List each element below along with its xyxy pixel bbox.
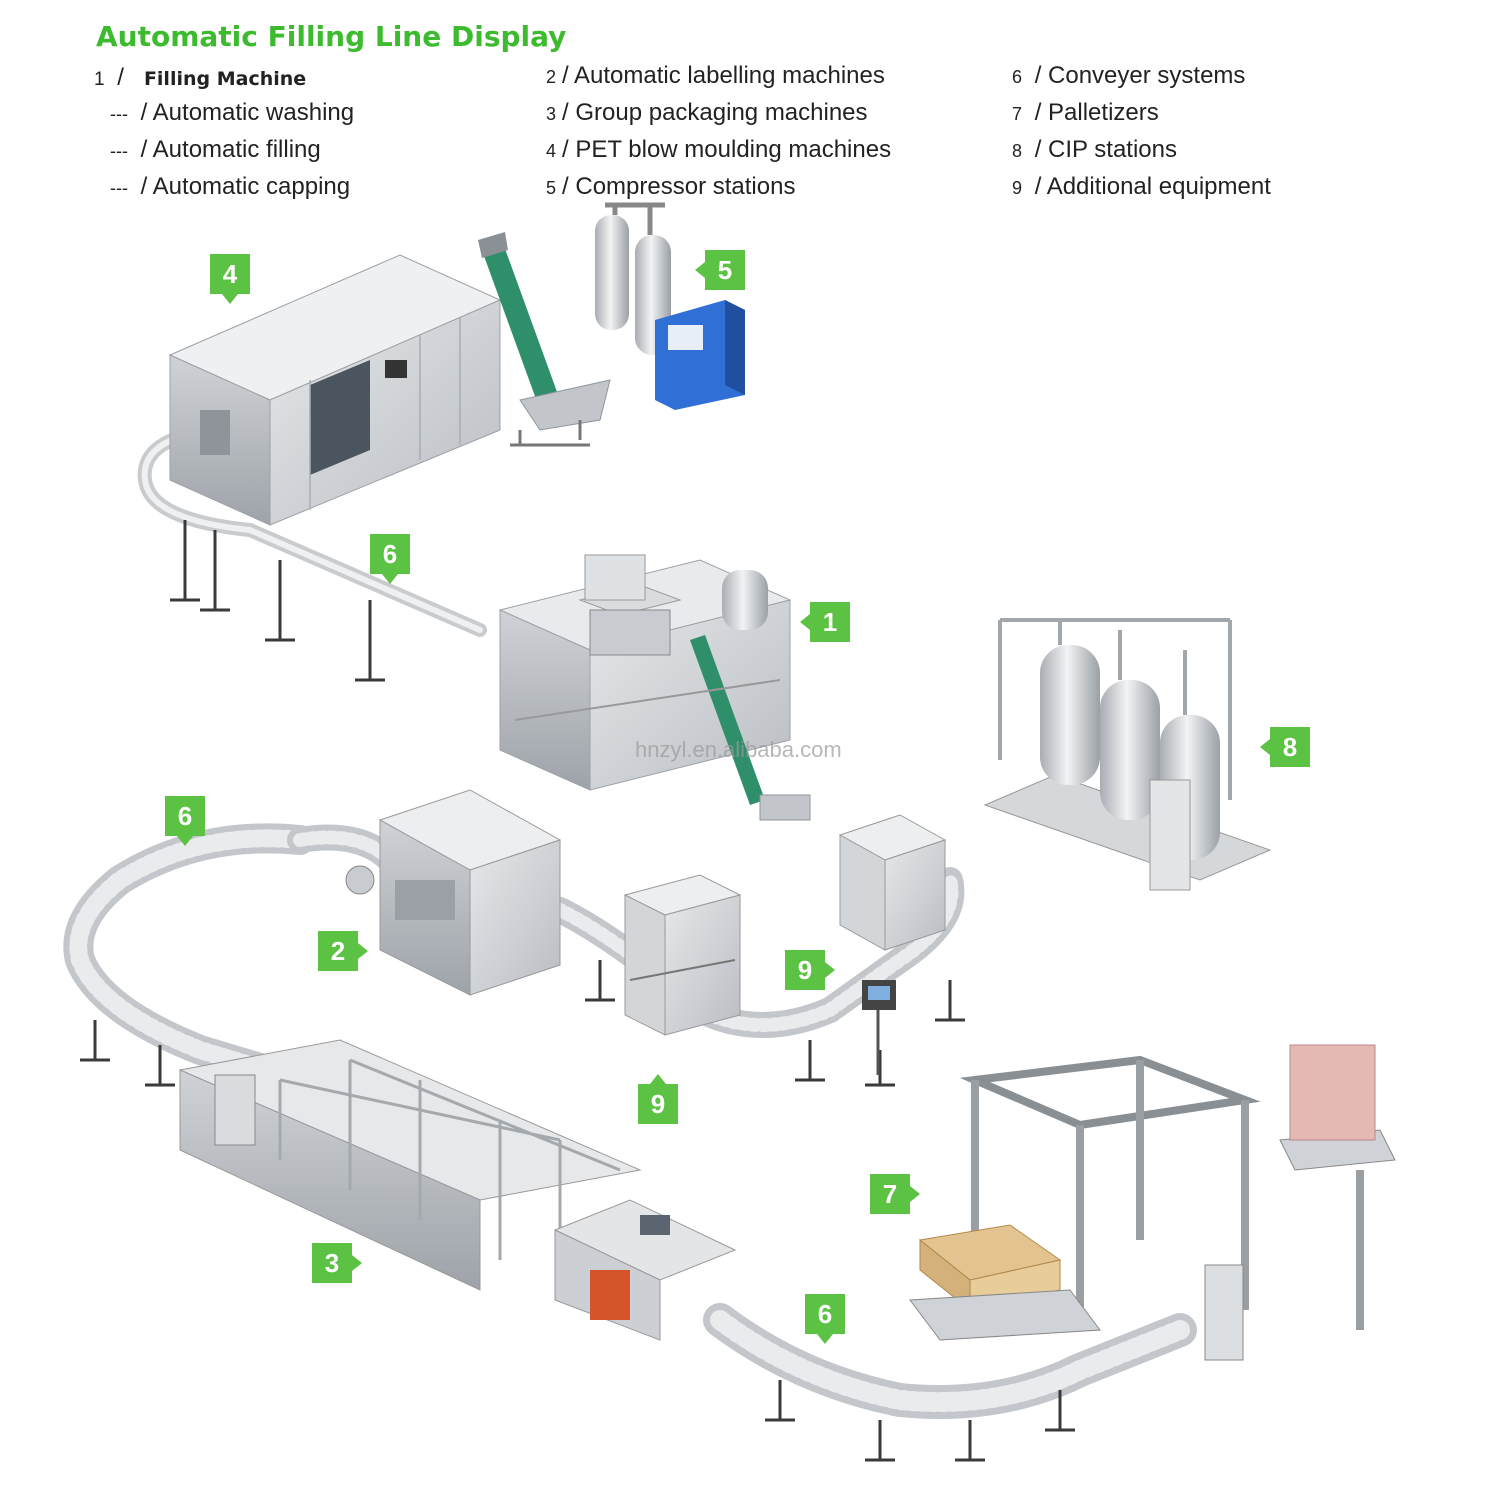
pet-blow-moulding-machine xyxy=(168,254,502,526)
legend-sep: / xyxy=(562,99,569,126)
callout-4-label: 4 xyxy=(223,259,238,289)
cip-station xyxy=(983,618,1272,891)
callout-1: 1 xyxy=(800,602,850,642)
legend-label: Palletizers xyxy=(1048,99,1159,126)
callout-9-label: 9 xyxy=(651,1089,665,1119)
legend-number: --- xyxy=(110,141,128,161)
legend-label: Group packaging machines xyxy=(575,99,868,126)
callout-9-bottom: 9 xyxy=(638,1074,678,1124)
callout-5-label: 5 xyxy=(718,255,732,285)
filling-machine xyxy=(498,554,811,821)
legend-item-group-packaging: 3/ Group packaging machines xyxy=(546,99,868,127)
legend-sep: / xyxy=(140,99,148,126)
conveyor-stands xyxy=(80,520,1075,1462)
legend-label: Compressor stations xyxy=(575,173,796,200)
callout-1-label: 1 xyxy=(823,607,837,637)
legend-item-pet-blow-moulding: 4/ PET blow moulding machines xyxy=(546,136,891,164)
inkjet-printer xyxy=(862,980,896,1075)
callout-8-label: 8 xyxy=(1283,732,1297,762)
legend-label: Additional equipment xyxy=(1046,173,1271,200)
legend-item-cip-stations: 8 / CIP stations xyxy=(1012,136,1177,164)
legend-number: --- xyxy=(110,104,128,124)
legend-number: 1 xyxy=(94,69,105,90)
callout-3: 3 xyxy=(312,1243,362,1283)
legend-sep: / xyxy=(1034,136,1042,163)
legend-item-filling-machine: 1 / Filling Machine xyxy=(94,64,306,92)
group-packaging-machine xyxy=(178,1039,737,1341)
preform-elevator xyxy=(478,232,611,447)
callout-2: 2 xyxy=(318,931,368,971)
callout-7-label: 7 xyxy=(883,1179,897,1209)
legend-label: Automatic filling xyxy=(152,136,321,163)
legend-sep: / xyxy=(1034,173,1042,200)
legend-item-additional-equipment: 9 / Additional equipment xyxy=(1012,173,1271,201)
callout-9-label: 9 xyxy=(798,955,812,985)
legend-number: 6 xyxy=(1012,67,1023,87)
legend-number: 5 xyxy=(546,178,557,198)
legend-item-automatic-capping: --- / Automatic capping xyxy=(110,173,350,201)
legend-label: Automatic capping xyxy=(152,173,351,200)
callout-7: 7 xyxy=(870,1174,920,1214)
callout-8: 8 xyxy=(1260,727,1310,767)
legend-item-automatic-filling: --- / Automatic filling xyxy=(110,136,321,164)
callout-6-label: 6 xyxy=(383,539,397,569)
legend-item-palletizers: 7 / Palletizers xyxy=(1012,99,1159,127)
legend-number: 3 xyxy=(546,104,557,124)
legend-label: PET blow moulding machines xyxy=(575,136,892,163)
compressor-station xyxy=(595,202,745,410)
legend-label: CIP stations xyxy=(1048,136,1177,163)
callout-2-label: 2 xyxy=(331,936,345,966)
legend-sep: / xyxy=(1034,99,1042,126)
legend-sep: / xyxy=(562,136,569,163)
legend-item-labelling: 2/ Automatic labelling machines xyxy=(546,62,885,90)
callout-6-upper: 6 xyxy=(370,534,410,584)
watermark-text: hnzyl.en.alibaba.com xyxy=(635,737,842,762)
callout-6-label: 6 xyxy=(178,801,192,831)
legend-number: 4 xyxy=(546,141,557,161)
legend-item-automatic-washing: --- / Automatic washing xyxy=(110,99,354,127)
legend-sep: / xyxy=(562,62,569,89)
legend-number: 8 xyxy=(1012,141,1023,161)
callout-6-left: 6 xyxy=(165,796,205,846)
legend-number: --- xyxy=(110,178,128,198)
page-title: Automatic Filling Line Display xyxy=(96,20,567,53)
legend-label: Automatic labelling machines xyxy=(574,62,885,89)
palletizer xyxy=(909,1044,1396,1361)
callout-3-label: 3 xyxy=(325,1248,339,1278)
legend-sep: / xyxy=(1034,62,1042,89)
additional-equipment-right xyxy=(838,814,947,951)
legend-number: 9 xyxy=(1012,178,1023,198)
legend-label: Filling Machine xyxy=(143,68,307,90)
legend-sep: / xyxy=(140,173,148,200)
legend-sep: / xyxy=(140,136,148,163)
callout-5: 5 xyxy=(695,250,745,290)
legend-label: Automatic washing xyxy=(152,99,355,126)
legend-label: Conveyer systems xyxy=(1048,62,1246,89)
legend-sep: / xyxy=(117,64,124,91)
callout-6-label: 6 xyxy=(818,1299,832,1329)
legend-number: 7 xyxy=(1012,104,1023,124)
callout-6-bottom: 6 xyxy=(805,1294,845,1344)
labelling-machine xyxy=(345,789,562,996)
callout-4: 4 xyxy=(210,254,250,304)
legend-sep: / xyxy=(562,173,569,200)
callout-9-right: 9 xyxy=(785,950,835,990)
legend-number: 2 xyxy=(546,67,557,87)
legend-item-conveyer-systems: 6 / Conveyer systems xyxy=(1012,62,1245,90)
additional-equipment-middle xyxy=(623,874,742,1036)
legend-item-compressor-stations: 5/ Compressor stations xyxy=(546,173,795,201)
